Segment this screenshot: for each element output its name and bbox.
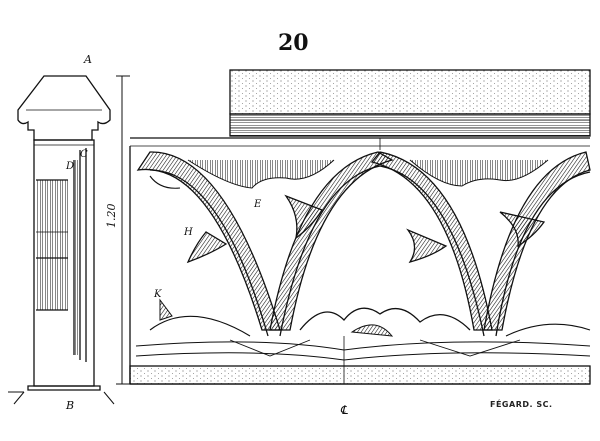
engraver-signature: FÉGARD. SC.: [490, 400, 553, 409]
figure-number: 20: [278, 30, 309, 56]
label-k: K: [154, 289, 162, 300]
label-c: C: [80, 149, 88, 160]
dimension-label: 1.20: [105, 203, 118, 229]
cross-section-profile: [8, 75, 115, 405]
coping-block: [229, 69, 591, 137]
dimension-line: [116, 75, 130, 385]
label-b: B: [66, 399, 75, 412]
label-a: A: [84, 53, 92, 66]
label-h: H: [184, 227, 193, 238]
tracery-panel: [129, 137, 591, 385]
axis-symbol: ℄: [340, 403, 348, 417]
label-e: E: [254, 199, 262, 210]
label-d: D: [66, 161, 75, 172]
